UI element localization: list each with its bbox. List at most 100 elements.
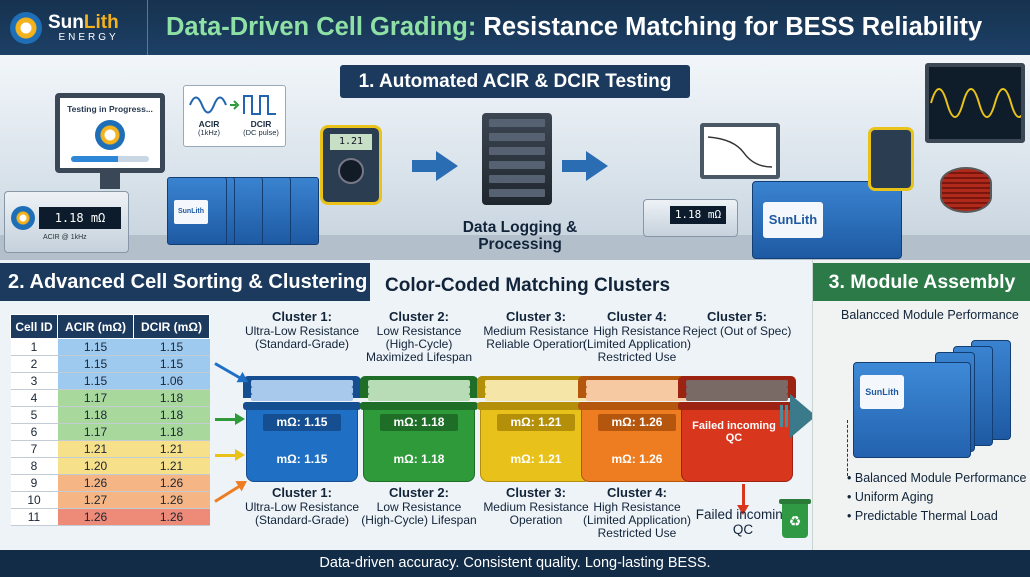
cluster-4-footer: Cluster 4:High Resistance (Limited Appli… xyxy=(582,485,692,541)
cluster-1-footer: Cluster 1:Ultra-Low Resistance (Standard… xyxy=(244,485,360,527)
laptop-graph xyxy=(700,123,780,179)
list-item: Predictable Thermal Load xyxy=(847,509,1026,524)
cell-id: 2 xyxy=(10,355,58,373)
cluster-3-bin: mΩ: 1.21 mΩ: 1.21 xyxy=(477,376,595,482)
brand-logo: SunLith ENERGY xyxy=(0,0,148,55)
dcir-value: 1.26 xyxy=(133,491,210,509)
section-2-banner: 2. Advanced Cell Sorting & Clustering xyxy=(0,263,370,301)
cluster-1-heading: Cluster 1:Ultra-Low Resistance (Standard… xyxy=(244,309,360,351)
arrow-cluster-4-icon xyxy=(214,484,242,503)
meter-display: 1.18 mΩ xyxy=(39,207,121,229)
acir-label: ACIR(1kHz) xyxy=(197,119,221,137)
cell-id: 6 xyxy=(10,423,58,441)
dcir-value: 1.15 xyxy=(133,338,210,356)
dcir-value: 1.18 xyxy=(133,406,210,424)
acir-value: 1.15 xyxy=(57,338,134,356)
section-assembly: 3. Module Assembly Balancced Module Perf… xyxy=(812,260,1030,550)
cluster-5-heading: Cluster 5:Reject (Out of Spec) xyxy=(682,309,792,338)
acir-value: 1.15 xyxy=(57,355,134,373)
handheld-multimeter: 1.21 xyxy=(320,125,382,205)
server-icon xyxy=(482,113,552,205)
monitor-stand xyxy=(100,173,120,189)
arrow-right-icon xyxy=(586,151,608,181)
acir-value: 1.21 xyxy=(57,440,134,458)
cluster-value-label: mΩ: 1.18 xyxy=(393,452,445,466)
cluster-3-heading: Cluster 3:Medium Resistance Reliable Ope… xyxy=(483,309,589,351)
sun-logo-icon xyxy=(11,206,35,230)
waveform-panel: ACIR(1kHz) DCIR(DC pulse) xyxy=(183,85,286,147)
dcir-value: 1.26 xyxy=(133,508,210,526)
cell-id: 9 xyxy=(10,474,58,492)
acir-value: 1.26 xyxy=(57,474,134,492)
acir-value: 1.17 xyxy=(57,389,134,407)
sine-wave-icon xyxy=(930,88,1028,118)
cell-brand-label: SunLith xyxy=(174,200,208,224)
cluster-value-label: mΩ: 1.26 xyxy=(598,414,676,431)
acir-value: 1.26 xyxy=(57,508,134,526)
dcir-value: 1.21 xyxy=(133,457,210,475)
arrow-cluster-2-icon xyxy=(215,413,245,425)
dcir-label: DCIR(DC pulse) xyxy=(243,119,279,137)
reject-arrow-icon xyxy=(737,484,749,515)
waveform-icon xyxy=(189,95,276,115)
cell-id: 4 xyxy=(10,389,58,407)
dcir-value: 1.06 xyxy=(133,372,210,390)
cluster-5-bin: Failed incoming QC xyxy=(678,376,796,482)
acir-value: 1.15 xyxy=(57,372,134,390)
test-cell-pack: SunLith xyxy=(167,177,322,245)
logo-name: SunLith xyxy=(48,11,119,33)
logo-subtitle: ENERGY xyxy=(58,31,119,43)
cell-id: 3 xyxy=(10,372,58,390)
dcir-value: 1.18 xyxy=(133,423,210,441)
resistance-meter: 1.18 mΩ ACIR @ 1kHz xyxy=(4,191,129,253)
testing-monitor: Testing in Progress... xyxy=(55,93,165,173)
arrow-cluster-3-icon xyxy=(215,449,245,461)
page-title: Data-Driven Cell Grading: Resistance Mat… xyxy=(166,13,983,41)
cell-id: 10 xyxy=(10,491,58,509)
cluster-value-label: mΩ: 1.15 xyxy=(276,452,328,466)
server-caption: Data Logging & Processing xyxy=(462,219,578,254)
cluster-value-label: mΩ: 1.21 xyxy=(497,414,575,431)
acir-value: 1.27 xyxy=(57,491,134,509)
monitor-status-text: Testing in Progress... xyxy=(67,104,153,114)
cluster-value-label: mΩ: 1.21 xyxy=(510,452,562,466)
cell-id: 7 xyxy=(10,440,58,458)
footer-tagline: Data-driven accuracy. Consistent quality… xyxy=(0,550,1030,577)
dcir-value: 1.26 xyxy=(133,474,210,492)
clusters-subtitle: Color-Coded Matching Clusters xyxy=(385,275,671,296)
table-header: ACIR (mΩ) xyxy=(57,314,134,339)
table-header-row: Cell ID ACIR (mΩ) DCIR (mΩ) xyxy=(9,314,210,339)
recycle-bin-icon: ♻ xyxy=(779,499,811,538)
cell-id: 11 xyxy=(10,508,58,526)
module-brand-label: SunLith xyxy=(860,375,904,409)
cell-id: 8 xyxy=(10,457,58,475)
handheld-display: 1.21 xyxy=(330,134,372,150)
fail-caption: Failed incoming QC xyxy=(695,507,791,537)
meter-2-display: 1.18 mΩ xyxy=(670,206,726,224)
table-header: DCIR (mΩ) xyxy=(133,314,210,339)
progress-fill xyxy=(71,156,118,162)
benefits-list: Balanced Module Performance Uniform Agin… xyxy=(847,471,1027,528)
dcir-value: 1.21 xyxy=(133,440,210,458)
cluster-4-heading: Cluster 4:High Resistance (Limited Appli… xyxy=(582,309,692,365)
resistance-meter-2: 1.18 mΩ xyxy=(643,199,738,237)
test-progress-bar xyxy=(71,156,149,162)
cluster-3-footer: Cluster 3:Medium Resistance Operation xyxy=(483,485,589,527)
arrow-to-assembly-icon xyxy=(790,394,816,438)
cluster-2-footer: Cluster 2:Low Resistance (High-Cycle) Li… xyxy=(361,485,477,527)
battery-module: SunLith xyxy=(752,181,902,259)
meter-subtitle: ACIR @ 1kHz xyxy=(43,234,87,241)
section-testing: 1. Automated ACIR & DCIR Testing Testing… xyxy=(0,55,1030,260)
acir-value: 1.18 xyxy=(57,406,134,424)
